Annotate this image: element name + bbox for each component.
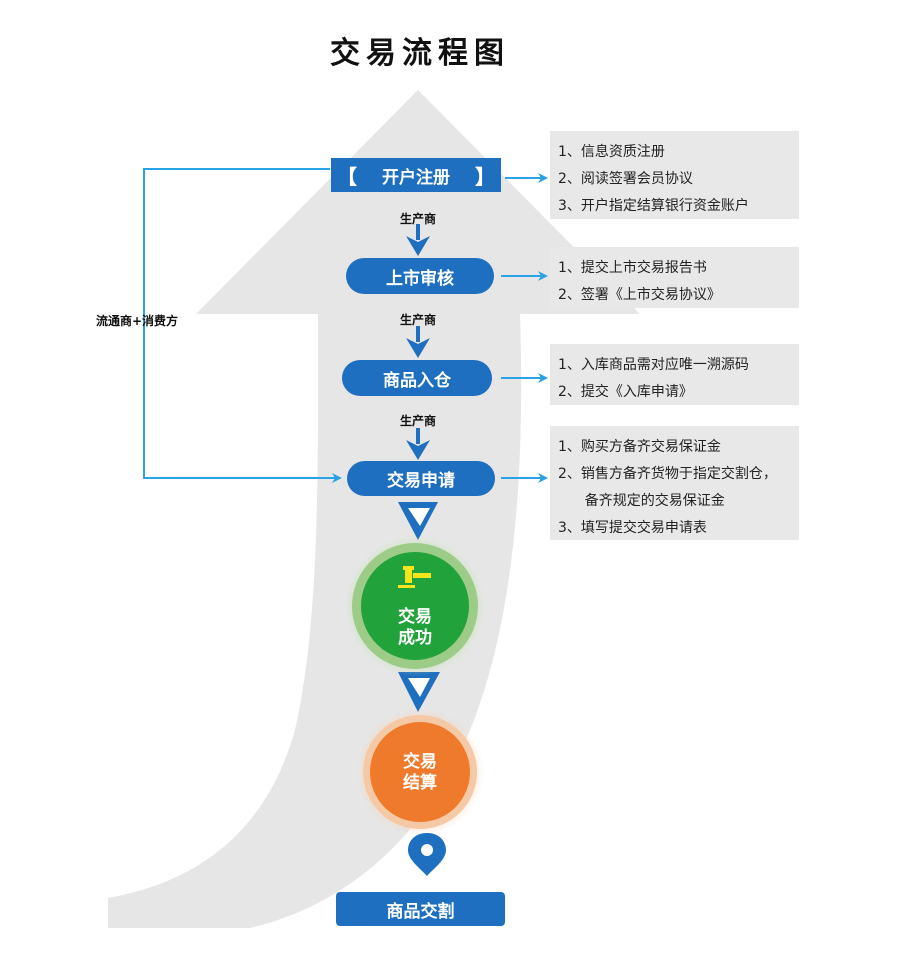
step-trade-apply[interactable]: 交易申请 [347,461,495,496]
note-item: 1、入库商品需对应唯一溯源码 [558,357,749,373]
note-item: 3、填写提交交易申请表 [558,520,707,536]
arrow-down-icon [406,224,430,256]
arrow-down-icon [406,326,430,358]
settlement-label: 交易 结算 [380,752,460,794]
step-open-account[interactable]: 【 开户注册 】 [331,158,501,192]
step-open-account-label: 开户注册 [382,167,450,188]
settlement-label-line2: 结算 [403,773,437,793]
step-delivery[interactable]: 商品交割 [336,892,505,926]
edge-label-producer: 生产商 [399,212,436,226]
note-item: 2、销售方备齐货物于指定交割仓， [558,466,777,482]
side-label-distributor-consumer: 流通商+消费方 [96,314,179,328]
bracket-left: 【 [337,165,357,189]
note-item: 2、阅读签署会员协议 [558,171,693,187]
note-item: 备齐规定的交易保证金 [558,493,725,509]
note-item: 1、提交上市交易报告书 [558,260,707,276]
note-item: 1、信息资质注册 [558,144,665,160]
bracket-right: 】 [475,165,495,189]
edge-label-producer: 生产商 [399,313,436,327]
step-listing-review-label: 上市审核 [386,268,454,289]
success-circle [361,552,469,660]
note-item: 2、提交《入库申请》 [558,384,693,400]
step-trade-apply-label: 交易申请 [387,471,455,491]
step-warehousing[interactable]: 商品入仓 [342,360,492,396]
success-label-line2: 成功 [398,628,432,648]
settlement-circle [370,722,470,822]
note-open-account: 1、信息资质注册 2、阅读签署会员协议 3、开户指定结算银行资金账户 [550,131,799,219]
success-label: 交易 成功 [375,607,455,649]
page-title: 交易流程图 [330,36,510,71]
step-listing-review[interactable]: 上市审核 [346,258,494,294]
settlement-label-line1: 交易 [403,752,437,772]
big-up-arrow-shape [108,90,640,928]
note-warehousing: 1、入库商品需对应唯一溯源码 2、提交《入库申请》 [550,344,799,405]
location-pin-icon [408,833,446,876]
success-label-line1: 交易 [398,607,432,627]
note-item: 3、开户指定结算银行资金账户 [558,198,749,214]
chevron-down-icon [398,672,440,712]
step-warehousing-label: 商品入仓 [383,370,451,391]
step-delivery-label: 商品交割 [386,901,455,922]
gavel-icon [398,566,431,588]
note-trade-apply: 1、购买方备齐交易保证金 2、销售方备齐货物于指定交割仓， 备齐规定的交易保证金… [550,426,799,540]
note-item: 1、购买方备齐交易保证金 [558,439,721,455]
chevron-down-icon [398,502,438,540]
note-item: 2、签署《上市交易协议》 [558,287,721,303]
note-listing-review: 1、提交上市交易报告书 2、签署《上市交易协议》 [550,247,799,308]
arrow-down-icon [406,428,430,460]
side-connector-line [143,168,342,483]
edge-label-producer: 生产商 [399,414,436,428]
